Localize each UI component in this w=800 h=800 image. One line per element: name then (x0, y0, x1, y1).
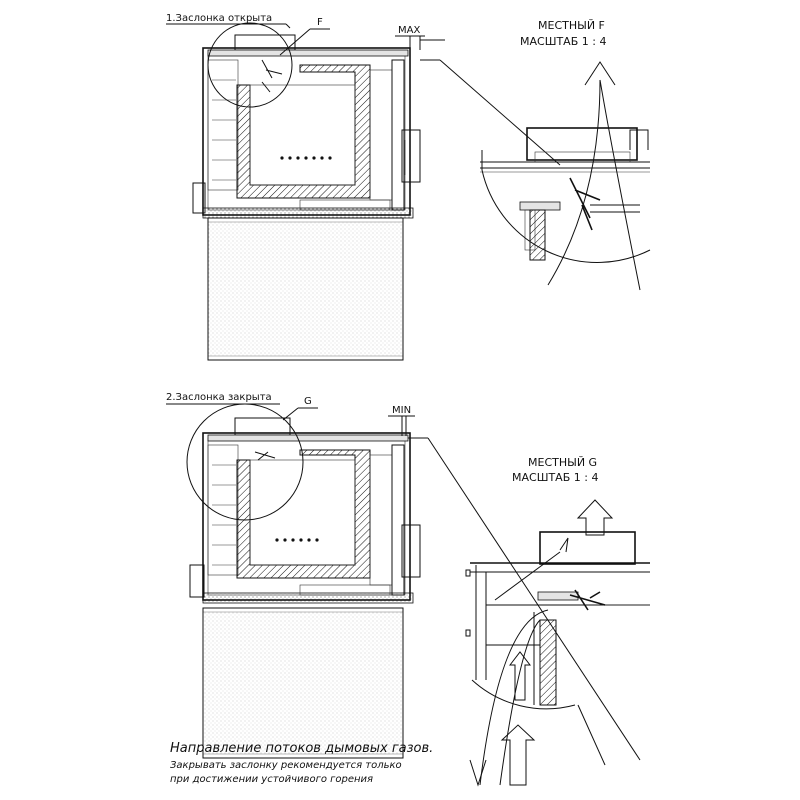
detail-g-scale: МАСШТАБ 1 : 4 (512, 471, 598, 484)
detail-f (480, 61, 651, 291)
gap-min-label: MIN (392, 405, 411, 416)
callout-g: G (304, 396, 312, 407)
caption: Направление потоков дымовых газов. Закры… (170, 741, 433, 785)
bottom-labels: 2.Заслонка закрыта G MIN МЕСТНЫЙ G МАСШТ… (166, 392, 641, 761)
top-labels: 1.Заслонка открыта F MAX МЕСТНЫЙ F МАСШТ… (166, 13, 606, 166)
callout-f: F (317, 17, 323, 28)
detail-f-title: МЕСТНЫЙ F (538, 19, 605, 32)
detail-g (465, 499, 650, 787)
detail-f-scale: МАСШТАБ 1 : 4 (520, 35, 606, 48)
stove-closed-view (186, 403, 421, 759)
title-closed: 2.Заслонка закрыта (166, 392, 272, 403)
gap-max-label: MAX (398, 25, 420, 36)
title-open: 1.Заслонка открыта (166, 13, 272, 24)
detail-g-title: МЕСТНЫЙ G (528, 456, 597, 469)
air-holes-closed (275, 538, 319, 542)
caption-line-1: Закрывать заслонку рекомендуется только (170, 760, 402, 771)
caption-heading: Направление потоков дымовых газов. (170, 741, 433, 756)
caption-line-2: при достижении устойчивого горения (170, 774, 373, 785)
air-holes (280, 156, 332, 160)
stove-open-view (192, 22, 421, 361)
